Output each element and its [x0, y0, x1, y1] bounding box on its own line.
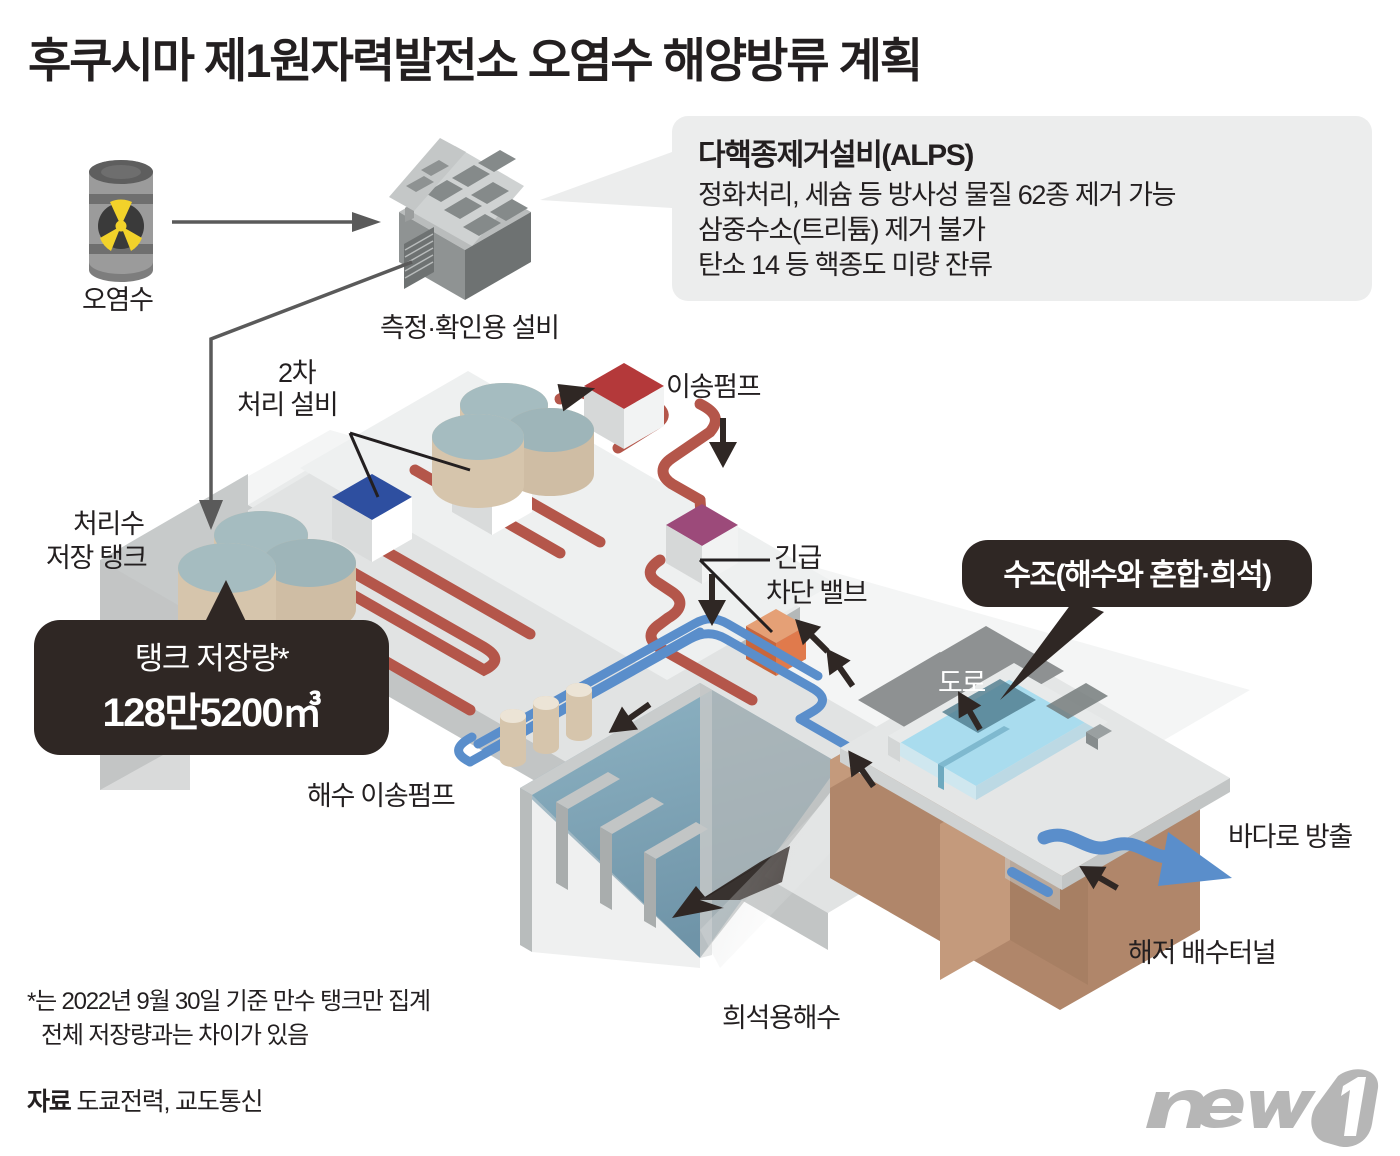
pool-callout-pointer: [1000, 600, 1104, 700]
label-emergency-valve-line2: 차단 밸브: [766, 578, 868, 608]
transfer-pump-box: [584, 363, 664, 449]
label-measurement-facility: 측정·확인용 설비: [380, 313, 560, 343]
sea-discharge-arrow: [1037, 828, 1232, 886]
label-release-to-sea: 바다로 방출: [1228, 822, 1353, 852]
contaminated-water-drum: [89, 160, 153, 282]
source-text: 도쿄전력, 교도통신: [70, 1088, 263, 1116]
secondary-treatment-box-blue: [332, 474, 412, 562]
mixing-pool-callout: 수조(해수와 혼합·희석): [962, 540, 1312, 607]
label-transfer-pump: 이송펌프: [666, 372, 761, 402]
source-credit: 자료 도쿄전력, 교도통신: [27, 1082, 263, 1118]
source-label: 자료: [27, 1088, 72, 1116]
label-seawater-transfer-pump: 해수 이송펌프: [307, 781, 456, 811]
footnote-line-1: *는 2022년 9월 30일 기준 만수 탱크만 집계: [27, 988, 431, 1015]
alps-callout-line-3: 탄소 14 등 핵종도 미량 잔류: [698, 250, 993, 281]
tank-volume-value: 128만5200㎥: [102, 691, 322, 735]
secondary-treatment-leader: [348, 431, 471, 498]
emergency-valve-leader: [698, 558, 774, 634]
label-dilution-seawater: 희석용해수: [722, 1003, 841, 1033]
label-storage-tank-line2: 저장 탱크: [46, 543, 148, 573]
tank-volume-title: 탱크 저장량*: [134, 641, 290, 676]
tank-volume-callout: 탱크 저장량* 128만5200㎥: [34, 620, 389, 755]
footnote: *는 2022년 9월 30일 기준 만수 탱크만 집계 전체 저장량과는 차이…: [27, 985, 431, 1053]
seawater-transfer-pumps: [500, 683, 592, 767]
alps-callout-title: 다핵종제거설비(ALPS): [698, 139, 974, 172]
label-secondary-treatment-line1: 2차: [278, 358, 317, 388]
valve-box-purple: [666, 504, 738, 584]
measurement-confirmation-tanks: [432, 383, 594, 508]
mixing-pool-callout-title: 수조(해수와 혼합·희석): [1003, 559, 1272, 592]
alps-to-tank-arrow: [199, 260, 413, 530]
drum-to-alps-arrow: [172, 212, 381, 232]
label-secondary-treatment-line2: 처리 설비: [237, 390, 339, 420]
news1-logo: [1146, 1069, 1379, 1148]
alps-callout-line-2: 삼중수소(트리튬) 제거 불가: [698, 215, 986, 246]
label-road: 도로: [938, 668, 986, 698]
page-title: 후쿠시마 제1원자력발전소 오염수 해양방류 계획: [28, 34, 923, 87]
dilution-seawater-intake: [520, 683, 870, 968]
label-emergency-valve-line1: 긴급: [774, 543, 822, 573]
label-undersea-tunnel: 해저 배수터널: [1128, 938, 1277, 968]
label-storage-tank-line1: 처리수: [73, 509, 145, 539]
alps-building: [389, 138, 531, 300]
flow-arrows: [557, 384, 1119, 891]
alps-callout-line-1: 정화처리, 세슘 등 방사성 물질 62종 제거 가능: [698, 180, 1177, 210]
alps-callout: 다핵종제거설비(ALPS) 정화처리, 세슘 등 방사성 물질 62종 제거 가…: [672, 116, 1372, 302]
footnote-line-2: 전체 저장량과는 차이가 있음: [41, 1022, 309, 1050]
mixing-pool: [888, 663, 1108, 800]
label-contaminated-water: 오염수: [82, 285, 154, 315]
alps-callout-tail: [540, 152, 672, 208]
undersea-tunnel-block: [830, 626, 1230, 1010]
